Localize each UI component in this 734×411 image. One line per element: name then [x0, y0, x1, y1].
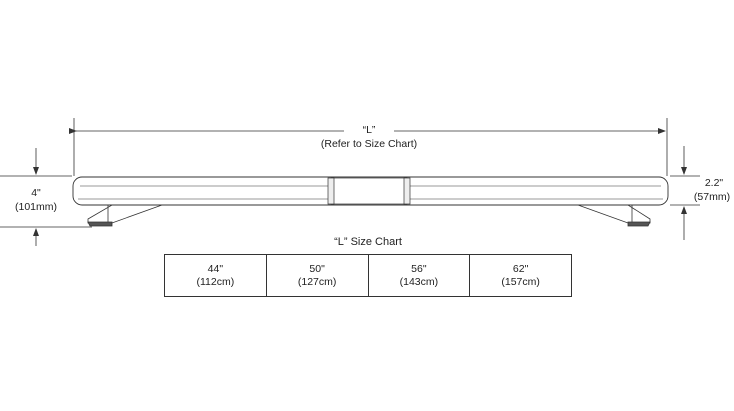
- center-module-right-cap: [403, 177, 411, 205]
- size-cell-62: 62" (157cm): [469, 254, 572, 297]
- lightbar-center-module: [330, 177, 408, 205]
- size-cm: (143cm): [399, 275, 439, 288]
- height-dimension: [0, 148, 92, 246]
- size-inches: 56": [411, 262, 427, 275]
- size-inches: 62": [512, 262, 529, 275]
- size-cm: (127cm): [297, 275, 337, 288]
- length-note: (Refer to Size Chart): [320, 138, 418, 150]
- body-height-inches-label: 2.2": [704, 177, 724, 189]
- size-cell-56: 56" (143cm): [367, 254, 471, 297]
- lightbar-body: [72, 176, 669, 206]
- size-chart-title: “L” Size Chart: [334, 236, 402, 248]
- size-chart-table: 44" (112cm) 50" (127cm) 56" (143cm) 62" …: [164, 254, 572, 297]
- body-height-mm-label: (57mm): [693, 191, 731, 203]
- height-mm-label: (101mm): [14, 201, 57, 213]
- size-inches: 44": [207, 262, 224, 275]
- body-height-dimension: [670, 146, 700, 240]
- length-label: “L”: [344, 124, 394, 137]
- size-cm: (112cm): [196, 275, 235, 288]
- center-module-left-cap: [327, 177, 335, 205]
- size-cm: (157cm): [501, 275, 540, 288]
- size-cell-44: 44" (112cm): [164, 254, 267, 297]
- size-chart-row: 44" (112cm) 50" (127cm) 56" (143cm) 62" …: [164, 254, 572, 297]
- size-inches: 50": [309, 262, 325, 275]
- mounting-foot-right: [577, 204, 651, 227]
- size-cell-50: 50" (127cm): [265, 254, 369, 297]
- height-inches-label: 4": [31, 187, 41, 199]
- mounting-foot-left: [87, 204, 163, 227]
